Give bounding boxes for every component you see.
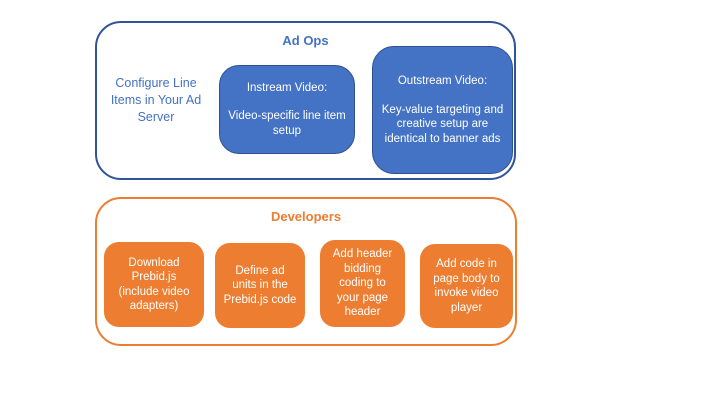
outstream-video-heading: Outstream Video:: [397, 75, 488, 87]
instream-video-body: Video-specific line item setup: [228, 110, 346, 137]
step-add-page-body-code-label: Add code in page body to invoke video pl…: [433, 258, 500, 314]
step-define-ad-units-label: Define ad units in the Prebid.js code: [223, 264, 297, 306]
step-download-prebid: Download Prebid.js (include video adapte…: [104, 242, 204, 327]
step-add-page-body-code: Add code in page body to invoke video pl…: [420, 244, 513, 328]
instream-video-heading: Instream Video:: [246, 81, 328, 94]
ad-ops-section: Ad Ops Configure Line Items in Your Ad S…: [95, 21, 516, 180]
outstream-video-body: Key-value targeting and creative setup a…: [381, 103, 504, 145]
step-add-header-bidding-label: Add header bidding coding to your page h…: [332, 248, 393, 319]
configure-line-items-note: Configure Line Items in Your Ad Server: [110, 76, 202, 124]
developers-title: Developers: [270, 209, 342, 224]
outstream-video-box: Outstream Video: Key-value targeting and…: [372, 46, 513, 174]
ad-ops-title: Ad Ops: [282, 33, 329, 48]
step-define-ad-units: Define ad units in the Prebid.js code: [215, 243, 305, 328]
step-download-prebid-label: Download Prebid.js (include video adapte…: [118, 256, 190, 313]
developers-section: Developers Download Prebid.js (include v…: [95, 197, 517, 346]
step-add-header-bidding: Add header bidding coding to your page h…: [320, 240, 405, 327]
instream-video-box: Instream Video: Video-specific line item…: [219, 65, 355, 154]
